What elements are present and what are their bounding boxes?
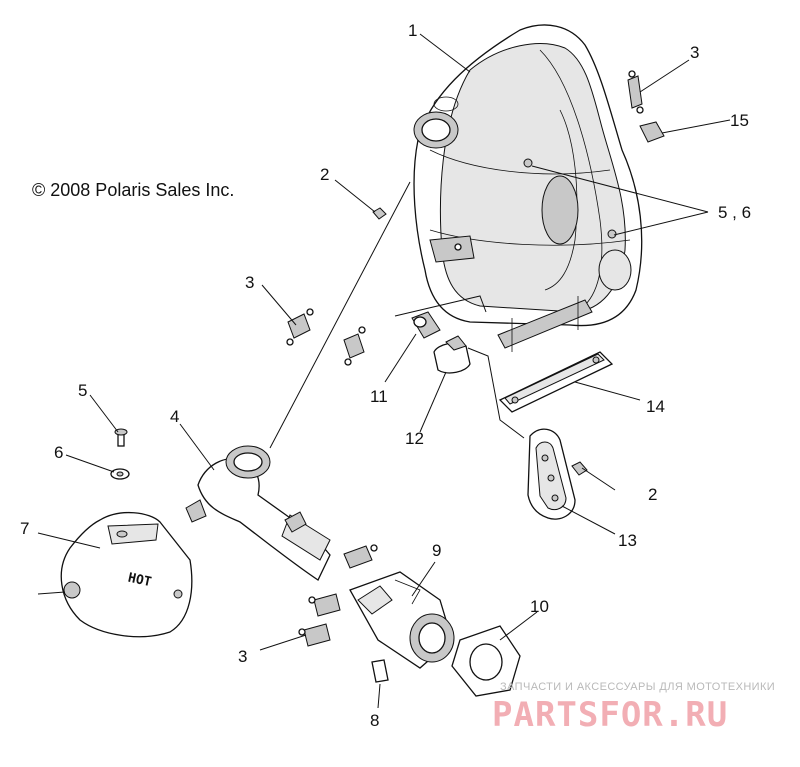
grommet-plate-part [527,428,576,520]
washer-part-6 [110,468,130,480]
clamp-part [433,335,471,374]
callout-14: 14 [646,397,665,416]
mount-plate-part [498,351,614,413]
callout-15: 15 [730,111,749,130]
muffler-part [413,24,643,352]
spring-part-left [286,308,314,346]
spring-part-center [343,326,366,366]
callout-2-lower: 2 [648,485,657,504]
spring-part-low [308,593,341,617]
leader-lines [37,33,731,709]
copyright-notice: © 2008 Polaris Sales Inc. [32,180,234,200]
bolt-part-8 [371,659,389,683]
callout-10: 10 [530,597,549,616]
watermark: ЗАПЧАСТИ И АКСЕССУАРЫ ДЛЯ МОТОТЕХНИКИ PA… [492,681,775,735]
callout-5: 5 [78,381,87,400]
watermark-tagline: ЗАПЧАСТИ И АКСЕССУАРЫ ДЛЯ МОТОТЕХНИКИ [500,681,775,693]
callout-12: 12 [405,429,424,448]
callout-13: 13 [618,531,637,550]
callout-11: 11 [370,387,388,406]
callout-8: 8 [370,711,379,730]
heat-shield-part: HOT [60,511,193,638]
exhaust-gasket-part [451,625,521,697]
spring-part-mid [343,544,378,569]
callout-3-left: 3 [245,273,254,292]
bolt-part-5 [114,428,128,447]
nut-part-lower [571,461,588,476]
callout-3-upper-right: 3 [690,43,699,62]
callout-5-6: 5 , 6 [718,203,751,222]
hot-label: HOT [127,571,153,591]
spring-part-upper-right [627,70,644,114]
bracket-part-15 [639,121,665,143]
callout-9: 9 [432,541,441,560]
callout-6: 6 [54,443,63,462]
head-pipe-part [185,445,331,581]
callout-4: 4 [170,407,179,426]
nut-part-upper [372,207,387,220]
callout-2-upper: 2 [320,165,329,184]
callout-numbers: 1 2 2 3 3 3 4 5 5 , 6 6 7 8 9 10 11 12 1… [20,21,751,730]
callout-3-lower: 3 [238,647,247,666]
damper-part [411,311,441,339]
spring-part-lower [298,623,331,647]
callout-1: 1 [408,21,417,40]
watermark-brand: PARTSFOR.RU [492,695,728,735]
mid-pipe-part [349,571,455,669]
callout-7: 7 [20,519,29,538]
